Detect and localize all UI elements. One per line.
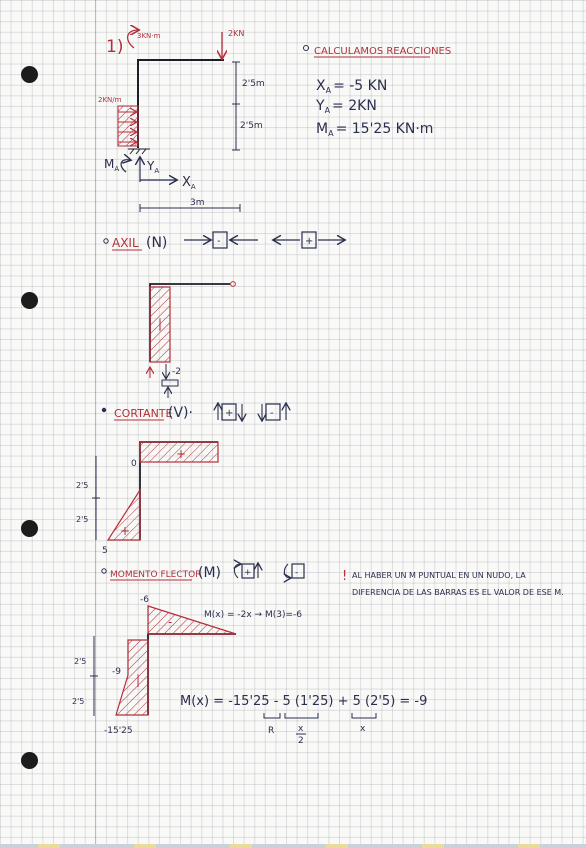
distributed-load-label: 2KN/m: [98, 96, 122, 104]
momento-title-paren: (M): [198, 565, 221, 581]
binder-hole: [21, 66, 38, 83]
page-edge-strip: [0, 844, 586, 848]
momento-beam-fill: [147, 605, 237, 635]
axil-diagram-sign: |: [158, 317, 162, 331]
axil-title: AXIL: [112, 236, 139, 250]
reaction-moment-arrow: [120, 160, 130, 173]
height-top-label: 2'5m: [242, 79, 265, 89]
momento-label-x: x: [360, 724, 366, 734]
point-load-label: 2KN: [228, 29, 244, 38]
momento-beam-sign: -: [168, 615, 172, 629]
reaction-ya: YA= 2KN: [315, 98, 377, 115]
momento-section: MOMENTO FLECTOR (M) + - ! AL HABER UN M …: [72, 564, 564, 746]
momento-beam-equation: M(x) = -2x → M(3)=-6: [204, 610, 302, 620]
cortante-dim-top: 2'5: [76, 481, 88, 490]
cortante-title: CORTANTE: [114, 407, 173, 420]
cortante-sign-pos: +: [225, 408, 233, 419]
reactions-title: CALCULAMOS REACCIONES: [314, 46, 451, 57]
structure-sketch: 1) 3KN·m 2KN 2KN/m: [98, 29, 265, 212]
cortante-title-paren: (V)·: [168, 405, 193, 421]
cortante-zero: 0: [131, 459, 137, 469]
cortante-base-value: 5: [102, 546, 108, 556]
momento-dim-bottom: 2'5: [72, 697, 84, 706]
momento-label-r: R: [268, 726, 274, 736]
frame-member: [137, 59, 224, 148]
margin-line: [95, 0, 96, 848]
momento-sign-pos: +: [244, 568, 252, 578]
note-exclamation: !: [342, 569, 347, 584]
momento-column-mid-value: -9: [112, 667, 121, 677]
axil-section: AXIL (N) - + | -2: [103, 231, 344, 398]
width-label: 3m: [190, 198, 205, 208]
cortante-section: CORTANTE (V)· + - + + 0 5 2'5 2'5: [76, 404, 286, 556]
reaction-xa: XA= -5 KN: [316, 78, 387, 95]
axil-node-sketch: [161, 379, 179, 387]
reactions-block: CALCULAMOS REACCIONES XA= -5 KN YA= 2KN …: [303, 45, 451, 138]
fixed-support: [128, 148, 150, 155]
reaction-m-label: MA: [104, 157, 119, 173]
distributed-load: [117, 105, 139, 147]
momento-top-value: -6: [140, 595, 149, 605]
axil-sign-pos: +: [305, 236, 313, 247]
cortante-sign-neg: -: [270, 408, 274, 419]
binder-hole: [21, 292, 38, 309]
cortante-dim-bottom: 2'5: [76, 515, 88, 524]
cortante-column-fill: [106, 487, 141, 541]
binder-hole: [21, 752, 38, 769]
cortante-bottom-sign: +: [120, 524, 130, 538]
cortante-top-sign: +: [176, 447, 186, 461]
reaction-y-label: YA: [146, 159, 159, 175]
momento-column-sign: |: [136, 673, 140, 687]
problem-number: 1): [106, 37, 123, 57]
momento-equation: M(x) = -15'25 - 5 (1'25) + 5 (2'5) = -9: [180, 694, 427, 709]
moment-load-arrow: [127, 30, 138, 49]
binder-hole: [21, 520, 38, 537]
height-bottom-label: 2'5m: [240, 121, 263, 131]
reaction-x-label: XA: [182, 175, 196, 191]
axil-end-node: [230, 281, 236, 287]
axil-label-value: -2: [172, 367, 181, 377]
cortante-beam-fill: [139, 441, 219, 463]
reaction-ma: MA= 15'25 KN·m: [316, 121, 433, 138]
axil-title-paren: (N): [146, 235, 167, 251]
axil-diagram-fill: [149, 286, 171, 363]
momento-sign-neg: -: [295, 568, 298, 578]
momento-label-x-over-2-den: 2: [298, 736, 304, 746]
momento-base-value: -15'25: [104, 726, 133, 736]
axil-sign-neg: -: [217, 236, 221, 247]
momento-title: MOMENTO FLECTOR: [110, 570, 201, 580]
momento-dim-top: 2'5: [74, 657, 86, 666]
momento-note-line2: DIFERENCIA DE LAS BARRAS ES EL VALOR DE …: [352, 588, 564, 597]
moment-load-label: 3KN·m: [137, 32, 161, 40]
momento-column-fill: [115, 639, 149, 716]
momento-note-line1: AL HABER UN M PUNTUAL EN UN NUDO, LA: [352, 571, 526, 580]
momento-label-x-over-2-num: x: [298, 724, 304, 734]
